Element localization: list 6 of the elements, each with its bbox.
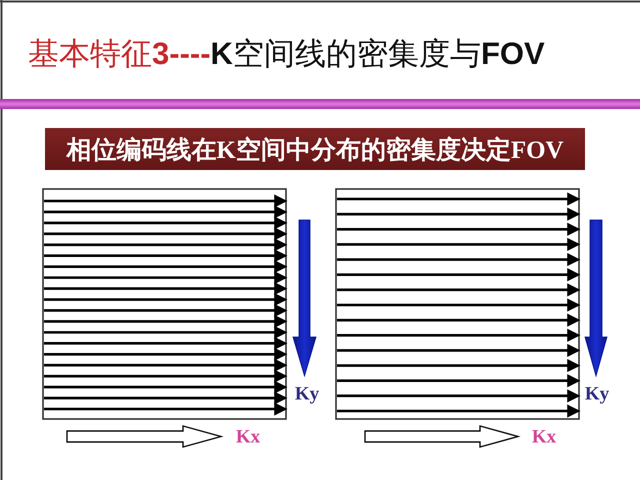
heading-banner: 相位编码线在K空间中分布的密集度决定FOV — [45, 128, 585, 170]
axis-label: Ky — [294, 384, 320, 404]
axis-label: Ky — [584, 384, 610, 404]
axis-label: Kx — [532, 428, 556, 446]
axis-label: Kx — [236, 428, 260, 446]
slide-title: 基本特征3----K空间线的密集度与FOV — [28, 35, 545, 73]
